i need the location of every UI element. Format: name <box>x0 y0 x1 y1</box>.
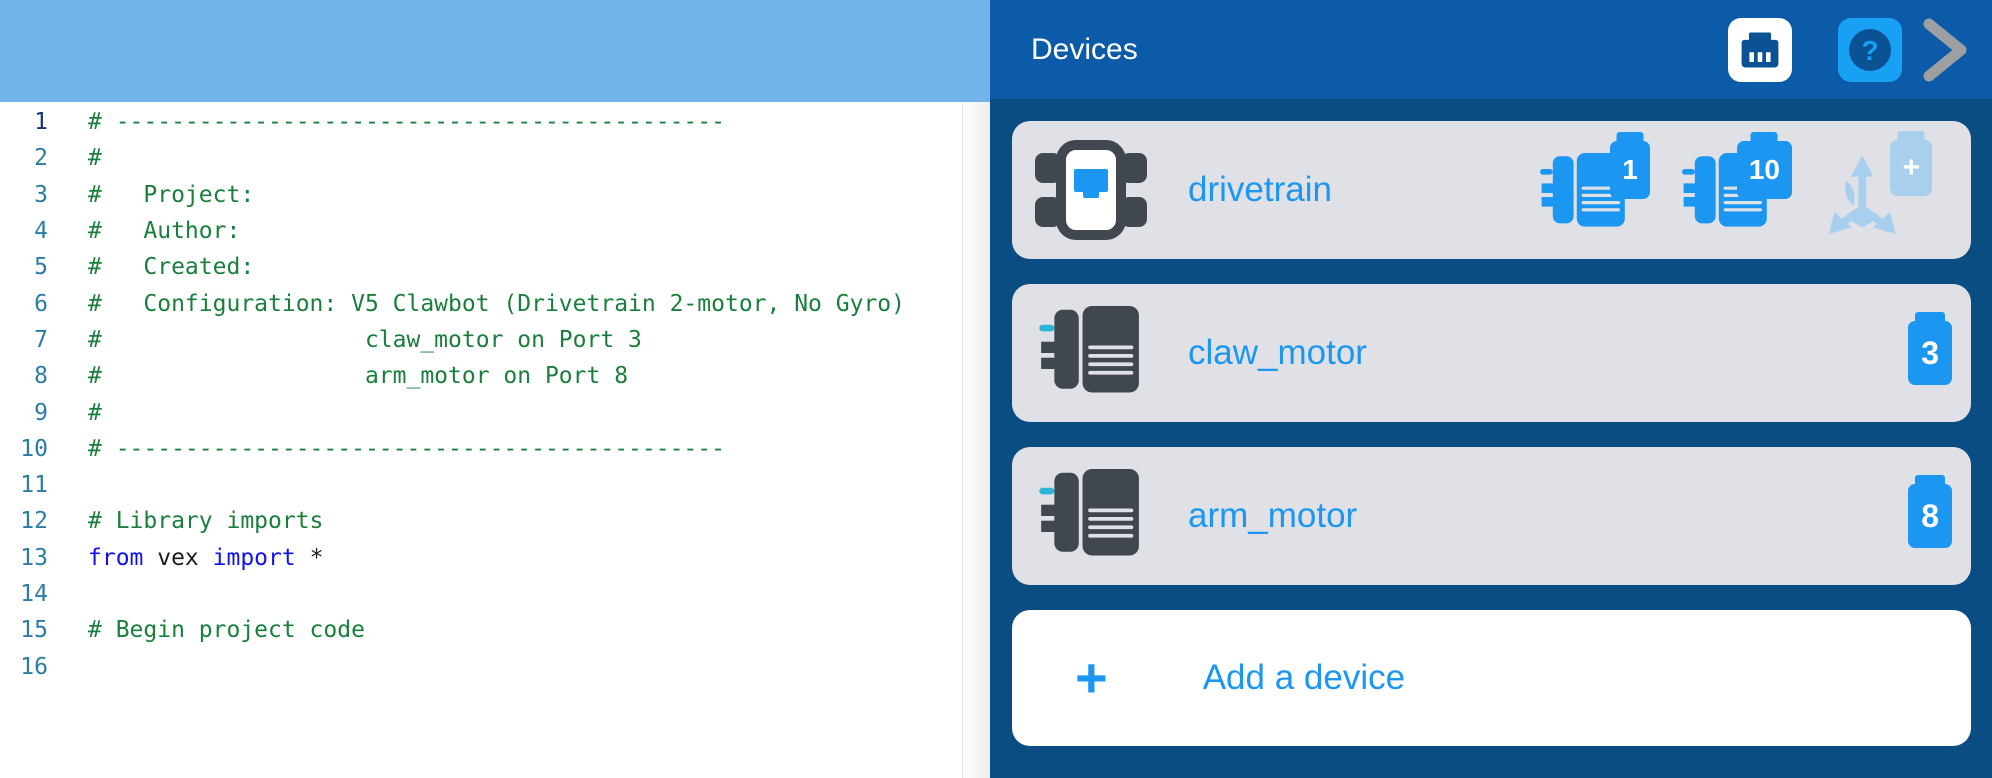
motor-icon <box>1032 469 1150 563</box>
editor-scrollbar[interactable] <box>962 102 990 778</box>
port-badge: 10 <box>1736 141 1792 199</box>
line-number: 13 <box>20 544 48 571</box>
device-name: claw_motor <box>1188 333 1367 372</box>
code-line[interactable]: 9# <box>0 394 990 430</box>
device-name: drivetrain <box>1188 170 1332 209</box>
chevron-right-icon <box>1923 18 1967 81</box>
line-number: 10 <box>20 435 48 462</box>
line-text: # Author: <box>88 218 241 245</box>
help-icon: ? <box>1849 28 1891 71</box>
code-line[interactable]: 10 # ------------------------------------… <box>0 431 990 467</box>
line-text: # --------------------------------------… <box>88 435 725 462</box>
code-line[interactable]: 15 # Begin project code <box>0 612 990 648</box>
brain-port-icon <box>1741 32 1779 67</box>
device-name: arm_motor <box>1188 496 1358 535</box>
panel-title: Devices <box>1031 32 1138 66</box>
drivetrain-config-icons: 1 <box>1540 140 1952 238</box>
code-line[interactable]: 5 # Created: <box>0 249 990 285</box>
port-badge: 8 <box>1908 484 1952 548</box>
line-text: # Library imports <box>88 508 324 535</box>
line-text: # <box>88 399 102 426</box>
line-number: 14 <box>20 581 48 607</box>
line-text: # Configuration: V5 Clawbot (Drivetrain … <box>88 290 905 317</box>
line-number: 8 <box>34 363 48 390</box>
line-number: 11 <box>20 472 48 499</box>
collapse-panel-button[interactable] <box>1918 17 1972 83</box>
code-line[interactable]: 11 <box>0 467 990 503</box>
line-text: # <box>88 145 102 172</box>
code-area[interactable]: 1 # -------------------------------------… <box>0 102 990 685</box>
add-gyro-icon: + <box>1824 140 1932 238</box>
line-number: 1 <box>34 109 48 136</box>
line-number: 7 <box>34 326 48 353</box>
code-line[interactable]: 13 from vex import * <box>0 540 990 576</box>
line-number: 3 <box>34 181 48 208</box>
line-number: 15 <box>20 617 48 644</box>
line-text: from vex import * <box>88 544 324 571</box>
device-card-arm-motor[interactable]: arm_motor 8 <box>1012 447 1971 585</box>
code-line[interactable]: 3 # Project: <box>0 177 990 213</box>
port-badge: 3 <box>1908 321 1952 385</box>
code-line[interactable]: 7 # claw_motor on Port 3 <box>0 322 990 358</box>
code-line[interactable]: 2# <box>0 140 990 176</box>
devices-panel: Devices ? <box>990 0 1992 778</box>
add-device-label: Add a device <box>1202 658 1406 697</box>
code-editor: 1 # -------------------------------------… <box>0 0 990 778</box>
port-badge: 1 <box>1610 141 1650 199</box>
code-line[interactable]: 6 # Configuration: V5 Clawbot (Drivetrain… <box>0 285 990 321</box>
code-line[interactable]: 16 <box>0 648 990 684</box>
right-motor-port-icon: 10 <box>1682 141 1792 233</box>
devices-list: drivetrain <box>990 99 1992 778</box>
svg-text:?: ? <box>1861 35 1878 66</box>
code-lines: 1 # -------------------------------------… <box>0 104 990 685</box>
code-line[interactable]: 14 <box>0 576 990 612</box>
line-text: # arm_motor on Port 8 <box>88 363 629 390</box>
devices-panel-header: Devices ? <box>990 0 1992 99</box>
device-card-claw-motor[interactable]: claw_motor 3 <box>1012 284 1971 422</box>
line-number: 5 <box>34 254 48 281</box>
code-line[interactable]: 1 # -------------------------------------… <box>0 104 990 140</box>
code-line[interactable]: 4 # Author: <box>0 213 990 249</box>
help-button[interactable]: ? <box>1838 17 1902 82</box>
left-motor-port-icon: 1 <box>1540 141 1650 233</box>
line-text: # --------------------------------------… <box>88 109 725 136</box>
line-number: 6 <box>34 290 48 317</box>
line-number: 9 <box>34 399 48 426</box>
gyro-add-badge: + <box>1890 140 1932 196</box>
line-number: 16 <box>20 653 48 680</box>
editor-top-bar <box>0 0 990 102</box>
code-line[interactable]: 8 # arm_motor on Port 8 <box>0 358 990 394</box>
motor-icon <box>1032 306 1150 400</box>
device-card-drivetrain[interactable]: drivetrain <box>1012 121 1971 259</box>
line-text: # Created: <box>88 254 255 281</box>
code-line[interactable]: 12 # Library imports <box>0 503 990 539</box>
line-number: 12 <box>20 508 48 535</box>
plus-icon: + <box>1075 645 1108 709</box>
add-device-button[interactable]: + Add a device <box>1012 610 1971 746</box>
drivetrain-icon <box>1032 140 1150 240</box>
brain-ports-button[interactable] <box>1728 17 1792 82</box>
line-number: 4 <box>34 218 48 245</box>
line-text: # Project: <box>88 181 255 208</box>
line-number: 2 <box>34 145 48 172</box>
line-text: # Begin project code <box>88 617 365 644</box>
line-text: # claw_motor on Port 3 <box>88 326 642 353</box>
